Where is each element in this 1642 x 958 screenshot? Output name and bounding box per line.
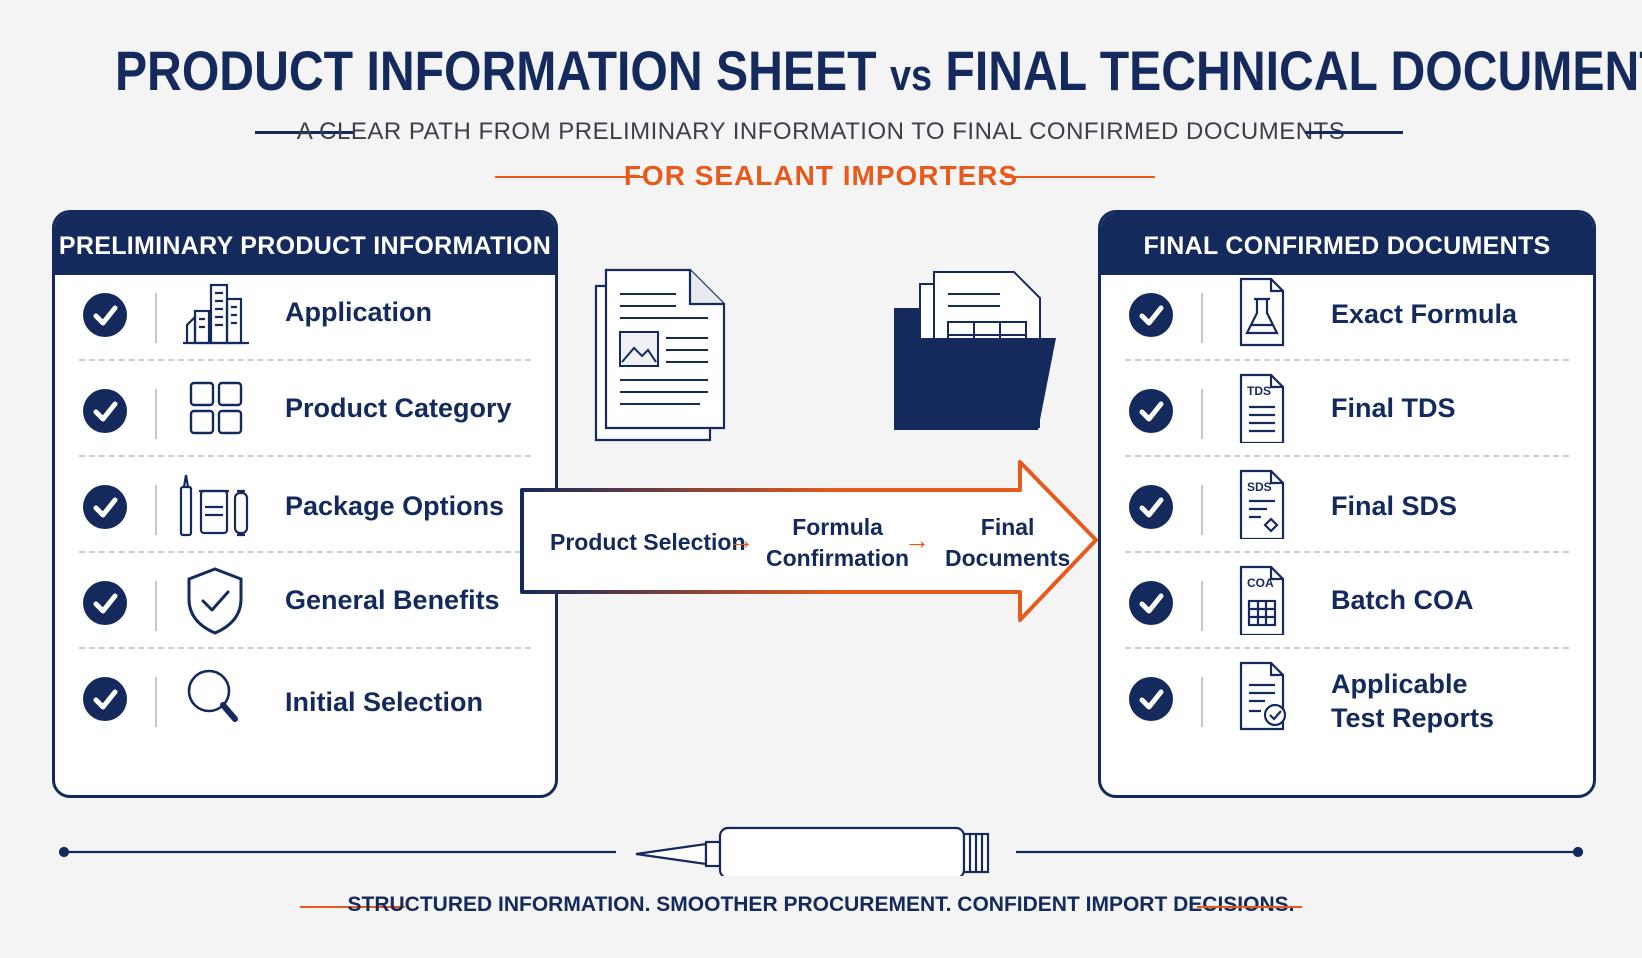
- item-label: Package Options: [285, 491, 505, 521]
- list-item: Product Category: [55, 361, 555, 457]
- list-item: SDS Final SDS: [1101, 457, 1593, 553]
- item-label: Product Category: [285, 393, 512, 423]
- item-label: Exact Formula: [1331, 299, 1518, 329]
- document-stack-icon: [594, 268, 726, 442]
- divider: [155, 581, 157, 631]
- check-icon: [1129, 677, 1173, 721]
- divider: [1201, 581, 1203, 631]
- buildings-icon: [183, 283, 249, 345]
- flow-step-final-documents: Final Documents: [945, 512, 1070, 574]
- divider: [1201, 677, 1203, 727]
- final-documents-panel-title: FINAL CONFIRMED DOCUMENTS: [1101, 213, 1593, 275]
- check-icon: [1129, 389, 1173, 433]
- flow-arrow-icon: →: [904, 525, 930, 555]
- list-item: TDS Final TDS: [1101, 361, 1593, 457]
- row-separator: [79, 647, 531, 649]
- check-icon: [1129, 293, 1173, 337]
- coa-badge: COA: [1247, 576, 1274, 590]
- flow-step-formula-confirmation: Formula Confirmation: [766, 512, 909, 574]
- tds-badge: TDS: [1247, 384, 1271, 398]
- subtitle-rule-right: [1305, 131, 1403, 134]
- flow-step-line: Documents: [945, 545, 1071, 571]
- row-separator: [79, 551, 531, 553]
- sealant-tube-divider: [58, 826, 1584, 876]
- check-icon: [1129, 581, 1173, 625]
- list-item: Initial Selection: [55, 649, 555, 745]
- flow-arrow-icon: →: [728, 525, 754, 555]
- flow-step-line: Formula: [792, 514, 883, 540]
- title-vs: vs: [889, 51, 933, 100]
- flow-step-line: Confirmation: [766, 545, 910, 571]
- title-right: FINAL TECHNICAL DOCUMENTS: [945, 39, 1642, 102]
- footer-rule-left: [300, 906, 405, 908]
- magnifier-icon: [187, 669, 238, 722]
- item-label-line: Test Reports: [1331, 703, 1495, 733]
- subtitle: A CLEAR PATH FROM PRELIMINARY INFORMATIO…: [296, 118, 1346, 145]
- packages-icon: [179, 474, 249, 537]
- report-check-icon: [1239, 661, 1287, 731]
- divider: [1201, 389, 1203, 439]
- row-separator: [79, 359, 531, 361]
- row-separator: [79, 455, 531, 457]
- shield-check-icon: [187, 567, 243, 635]
- item-label: Batch COA: [1331, 585, 1474, 615]
- check-icon: [83, 677, 127, 721]
- flow-step-product-selection: Product Selection: [550, 529, 746, 555]
- check-icon: [83, 581, 127, 625]
- footer-tagline: STRUCTURED INFORMATION. SMOOTHER PROCURE…: [347, 893, 1295, 916]
- row-separator: [1125, 359, 1569, 361]
- item-label-line: Applicable: [1331, 669, 1468, 699]
- check-icon: [83, 293, 127, 337]
- process-flow-arrow: [520, 460, 1098, 622]
- item-label: Application: [285, 297, 432, 327]
- item-label: Initial Selection: [285, 687, 484, 717]
- list-item: Applicable Test Reports: [1101, 649, 1593, 745]
- check-icon: [1129, 485, 1173, 529]
- list-item: Exact Formula: [1101, 265, 1593, 361]
- row-separator: [1125, 551, 1569, 553]
- tagline-rule-right: [1005, 176, 1155, 178]
- tagline-rule-left: [495, 176, 645, 178]
- list-item: COA Batch COA: [1101, 553, 1593, 649]
- coa-document-icon: COA: [1239, 565, 1285, 635]
- divider: [155, 293, 157, 343]
- list-item: General Benefits: [55, 553, 555, 649]
- subtitle-rule-left: [255, 131, 353, 134]
- item-label: Applicable Test Reports: [1331, 667, 1494, 735]
- divider: [155, 677, 157, 727]
- preliminary-panel: PRELIMINARY PRODUCT INFORMATION Applicat…: [52, 210, 558, 798]
- item-label: General Benefits: [285, 585, 500, 615]
- title-left: PRODUCT INFORMATION SHEET: [114, 39, 877, 102]
- final-documents-panel: FINAL CONFIRMED DOCUMENTS Exact Formula …: [1098, 210, 1596, 798]
- list-item: Application: [55, 265, 555, 361]
- page-title: PRODUCT INFORMATION SHEET vs FINAL TECHN…: [114, 38, 1642, 103]
- folder-documents-icon: [894, 271, 1056, 430]
- item-label: Final SDS: [1331, 491, 1458, 521]
- grid-icon: [189, 381, 243, 435]
- preliminary-panel-title: PRELIMINARY PRODUCT INFORMATION: [55, 213, 555, 275]
- divider: [155, 485, 157, 535]
- divider: [1201, 293, 1203, 343]
- row-separator: [1125, 455, 1569, 457]
- flow-step-line: Final: [980, 514, 1035, 540]
- tagline: FOR SEALANT IMPORTERS: [623, 160, 1019, 191]
- tds-document-icon: TDS: [1239, 373, 1285, 443]
- check-icon: [83, 389, 127, 433]
- sds-document-icon: SDS: [1239, 469, 1285, 539]
- divider: [155, 389, 157, 439]
- divider: [1201, 485, 1203, 535]
- row-separator: [1125, 647, 1569, 649]
- footer-rule-right: [1197, 906, 1302, 908]
- sds-badge: SDS: [1247, 480, 1272, 494]
- check-icon: [83, 485, 127, 529]
- item-label: Final TDS: [1331, 393, 1456, 423]
- flask-document-icon: [1239, 277, 1285, 347]
- list-item: Package Options: [55, 457, 555, 553]
